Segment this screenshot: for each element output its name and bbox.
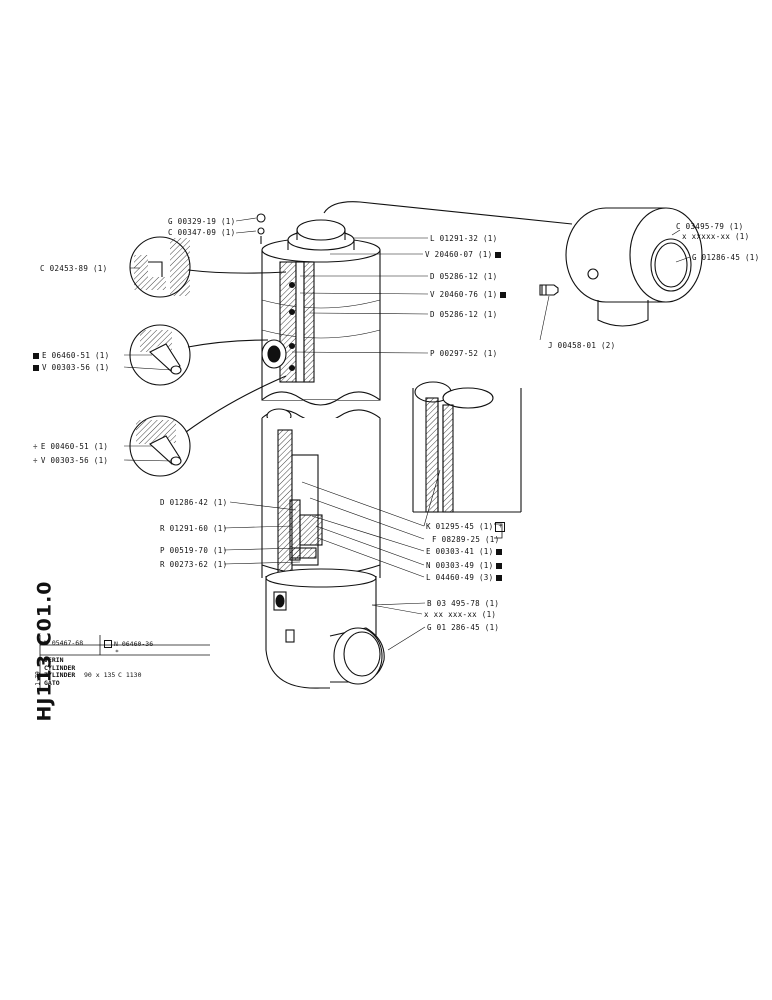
callout-v00303b: ÷V 00303-56 (1) <box>33 456 108 465</box>
callout-v00303a-text: V 00303-56 (1) <box>42 363 110 372</box>
document-date: 1-79 <box>34 671 42 686</box>
filled-square-icon <box>496 549 503 555</box>
title-name-fr-text: VERIN <box>44 656 64 664</box>
callout-d05286a: D 05286-12 (1) <box>430 272 498 281</box>
document-id: HJ113 C01.0 <box>33 580 56 722</box>
callout-v20460-07: V 20460-07 (1) <box>425 250 502 259</box>
title-size: 90 x 135 <box>84 671 116 679</box>
swivel-head <box>539 207 703 327</box>
callout-g00329: G 00329-19 (1) <box>168 217 236 226</box>
upper-cylinder <box>256 213 381 406</box>
callout-v00303b-text: V 00303-56 (1) <box>40 456 109 465</box>
title-name-de-text: ZYLINDER <box>44 671 76 679</box>
filled-square-icon <box>33 365 39 371</box>
lower-cylinder <box>261 408 385 689</box>
callout-e00460-text: E 00460-51 (1) <box>40 442 109 451</box>
title-name-es-text: GATO <box>44 678 60 687</box>
title-code: C 1130 <box>118 671 142 679</box>
callout-k01295: K 01295-45 (1)+ <box>426 522 506 532</box>
detail-bubble-1 <box>129 236 191 298</box>
callout-g01286b: G 01 286-45 (1) <box>427 623 500 632</box>
callout-d01286: D 01286-42 (1) <box>160 498 228 507</box>
title-name-de: ZYLINDER <box>44 671 76 680</box>
callout-e00303-text: E 00303-41 (1) <box>426 547 494 556</box>
callout-j00458: J 00458-01 (2) <box>548 341 616 350</box>
leader-lines <box>123 217 691 651</box>
title-mark: * <box>115 648 119 656</box>
callout-p00297: P 00297-52 (1) <box>430 349 498 358</box>
hose-line <box>323 201 573 225</box>
callout-c03495: C 03495-79 (1) <box>676 222 744 231</box>
section-view <box>412 381 522 513</box>
filled-square-icon <box>496 575 503 581</box>
filled-square-icon <box>495 252 502 258</box>
callout-c02453: C 02453-89 (1) <box>40 264 108 273</box>
callout-l04460: L 04460-49 (3) <box>426 573 503 582</box>
callout-p00519: P 00519-70 (1) <box>160 546 228 555</box>
callout-v20460-76: V 20460-76 (1) <box>430 290 507 299</box>
callout-r01291: R 01291-60 (1) <box>160 524 228 533</box>
callout-c00347: C 00347-09 (1) <box>168 228 236 237</box>
callout-f08289: F 08289-25 (1) <box>432 535 500 544</box>
callout-v00303a: V 00303-56 (1) <box>33 363 109 372</box>
detail-bubble-2 <box>129 324 191 386</box>
grid-box-icon: + <box>495 522 506 532</box>
title-name-en-text: CYLINDER <box>44 663 76 672</box>
callout-v20460-07-text: V 20460-07 (1) <box>425 250 493 259</box>
callout-b03495: B 03 495-78 (1) <box>427 599 500 608</box>
callout-l04460-text: L 04460-49 (3) <box>426 573 494 582</box>
callout-n00303-text: N 00303-49 (1) <box>426 561 494 570</box>
callout-g01286a: G 01286-45 (1) <box>692 253 760 262</box>
callout-xxxx2: x xx xxx-xx (1) <box>424 610 497 619</box>
title-ref-right-text: N 06460-36 <box>114 640 154 648</box>
title-name-fr: VERIN <box>44 656 64 665</box>
open-square-icon <box>104 640 112 648</box>
detail-bubble-3 <box>129 415 191 477</box>
title-name-en: CYLINDER <box>44 663 76 673</box>
title-block-frame <box>39 635 210 690</box>
filled-square-icon <box>33 353 39 359</box>
divide-sign-icon: ÷ <box>33 456 38 465</box>
callout-k01295-text: K 01295-45 (1) <box>426 522 494 531</box>
filled-square-icon <box>496 563 503 569</box>
callout-l01291: L 01291-32 (1) <box>430 234 498 243</box>
divide-sign-icon: ÷ <box>33 442 38 451</box>
callout-e00460: ÷E 00460-51 (1) <box>33 442 108 451</box>
title-ref-right: N 06460-36 <box>104 640 153 649</box>
callout-e06460-text: E 06460-51 (1) <box>42 351 110 360</box>
callout-e00303: E 00303-41 (1) <box>426 547 503 556</box>
callout-d05286b: D 05286-12 (1) <box>430 310 498 319</box>
callout-e06460: E 06460-51 (1) <box>33 351 109 360</box>
title-ref-left: N 05467-68 <box>44 639 84 647</box>
callout-r00273: R 00273-62 (1) <box>160 560 228 569</box>
callout-v20460-76-text: V 20460-76 (1) <box>430 290 498 299</box>
title-name-es: GATO <box>44 678 60 688</box>
filled-square-icon <box>500 292 507 298</box>
callout-xxxxx: x xxxxx-xx (1) <box>682 232 750 241</box>
callout-n00303: N 00303-49 (1) <box>426 561 503 570</box>
